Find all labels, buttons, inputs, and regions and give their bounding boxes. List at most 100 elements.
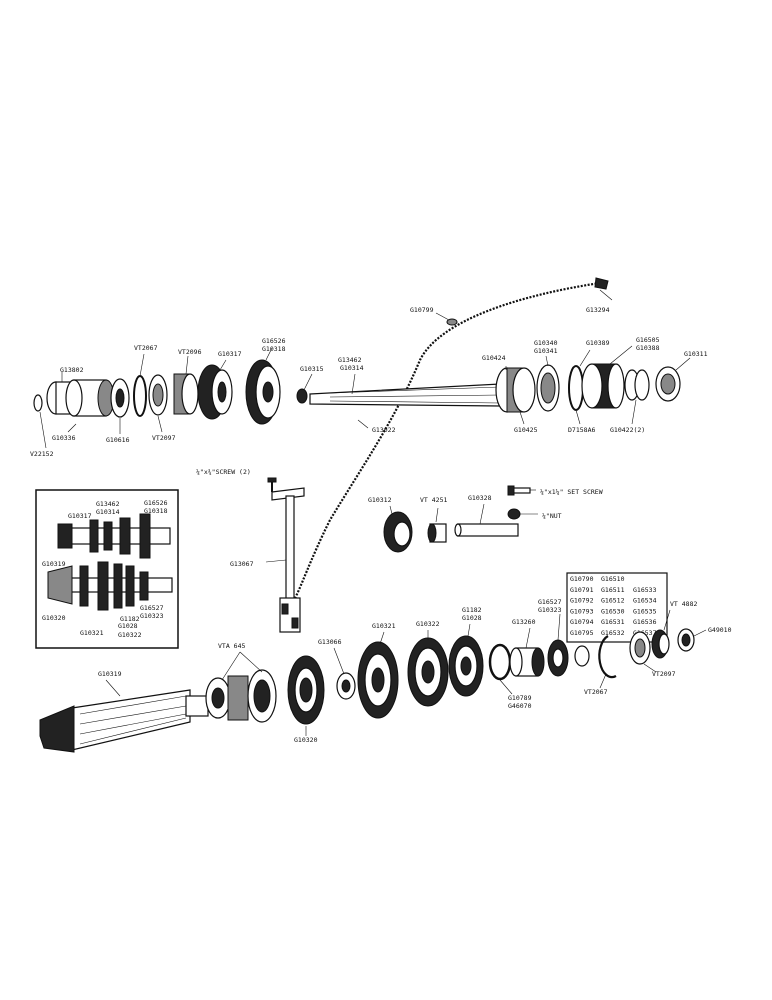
gear-g16527: [547, 639, 569, 677]
bearing-vta645: [205, 669, 277, 723]
shim-table-cell: G10790: [570, 575, 594, 583]
label-g13462: G13462: [338, 356, 362, 364]
shim-table-cell: G10793: [570, 607, 594, 615]
shim-table-cell: G16530: [601, 607, 625, 615]
label-g13260: G13260: [512, 618, 536, 626]
bearing-g16505: [581, 363, 625, 409]
shim-g10422: [624, 369, 650, 401]
label-set-screw: ¼"x1¼" SET SCREW: [540, 488, 603, 496]
label-g13802: G13802: [60, 366, 84, 374]
label-vt2067-bottom: VT2067: [584, 688, 608, 696]
label-g10317: G10317: [218, 350, 242, 358]
gear-g1182: [448, 635, 484, 697]
seal-g10311: [655, 366, 681, 402]
label-vt2097-bottom: VT2097: [652, 670, 676, 678]
bearing-g10424: [495, 367, 536, 413]
label-g10322: G10322: [416, 620, 440, 628]
sleeve-g13260: [509, 647, 545, 677]
label-g10422: G10422(2): [610, 426, 645, 434]
shim-table-cell: G10791: [570, 586, 594, 594]
shim-table-cell: G16533: [633, 586, 657, 594]
gear-g10320: [287, 655, 325, 725]
label-g10789: G10789: [508, 694, 532, 702]
bearing-g10616: [110, 378, 130, 418]
label-g13066: G13066: [318, 638, 342, 646]
label-g10319: G10319: [98, 670, 122, 678]
label-g10323: G10323: [538, 606, 562, 614]
screw-quarter: [267, 477, 277, 492]
bracket-g13067: [271, 487, 305, 633]
nut: [507, 508, 521, 520]
shim-table-cell: G16532: [601, 629, 625, 637]
label-vt4251: VT 4251: [420, 496, 447, 504]
label-g1182: G1182: [462, 606, 482, 614]
bearing-g10315: [296, 388, 308, 404]
label-g10328: G10328: [468, 494, 492, 502]
shaft-g10328: [454, 523, 519, 537]
gear-g16526: [245, 359, 281, 425]
label-vt2096: VT2096: [178, 348, 202, 356]
shim-table-cell: G16531: [601, 618, 625, 626]
label-g49010: G49010: [708, 626, 732, 634]
label-g10315: G10315: [300, 365, 324, 373]
label-g10336: G10336: [52, 434, 76, 442]
mainshaft-g13462: [309, 383, 501, 407]
label-vt4882: VT 4882: [670, 600, 697, 608]
shim-table-cell: G16534: [633, 597, 657, 605]
label-vt2097-top: VT2097: [152, 434, 176, 442]
label-g46070: G46070: [508, 702, 532, 710]
label-g10616: G10616: [106, 436, 130, 444]
label-d7158a6: D7158A6: [568, 426, 595, 434]
retainer-g10336: [65, 379, 115, 417]
shim-table-cell: G10792: [570, 597, 594, 605]
set-screw: [507, 485, 531, 496]
label-g16526: G16526: [262, 337, 286, 345]
label-g10314: G10314: [340, 364, 364, 372]
bearing-vt2096: [173, 373, 199, 415]
label-inset-g10318: G10318: [144, 507, 168, 515]
label-g10321: G10321: [372, 622, 396, 630]
label-g16527: G16527: [538, 598, 562, 606]
part-labels: G13294 G10799 G13802 VT2067 VT2096 G1031…: [30, 306, 732, 744]
label-inset-g10322: G10322: [118, 631, 142, 639]
label-vta645: VTA 645: [218, 642, 245, 650]
label-g10311: G10311: [684, 350, 708, 358]
label-vt2067-top: VT2067: [134, 344, 158, 352]
bushing-vt4251: [427, 523, 447, 543]
label-inset-g16527: G16527: [140, 604, 164, 612]
label-inset-g10320: G10320: [42, 614, 66, 622]
label-g10799: G10799: [410, 306, 434, 314]
bearing-vt2097-bottom: [629, 631, 651, 665]
shim-table-cell: G16511: [601, 586, 625, 594]
label-inset-g10317: G10317: [68, 512, 92, 520]
label-g13022: G13022: [372, 426, 396, 434]
label-g13294: G13294: [586, 306, 610, 314]
label-inset-g16526: G16526: [144, 499, 168, 507]
gear-g10317: [197, 364, 233, 420]
label-inset-g1028: G1028: [118, 622, 138, 630]
label-inset-g13462: G13462: [96, 500, 120, 508]
shim-table-cell: G16512: [601, 597, 625, 605]
bearing-cup-g49010: [677, 628, 695, 652]
label-inset-g1182: G1182: [120, 615, 140, 623]
inset-assembly-box: [35, 489, 179, 649]
label-g13067: G13067: [230, 560, 254, 568]
label-g10424: G10424: [482, 354, 506, 362]
snap-ring-vt2067-bottom: [598, 635, 617, 679]
shim-table-cell: G10795: [570, 629, 594, 637]
snap-ring-vt2067-top: [133, 375, 147, 417]
spacer-g13066: [336, 672, 356, 700]
gear-g10321: [357, 641, 399, 719]
shim-table-cell: G16510: [601, 575, 625, 583]
speedometer-cable: [293, 277, 609, 601]
speedo-gear-g10312: [383, 511, 413, 553]
label-g1028: G1028: [462, 614, 482, 622]
shim-ring: [574, 645, 590, 667]
label-g10425: G10425: [514, 426, 538, 434]
label-g10340: G10340: [534, 339, 558, 347]
label-inset-g10323: G10323: [140, 612, 164, 620]
shim-table-cell: G16537: [633, 629, 657, 637]
label-g10320: G10320: [294, 736, 318, 744]
